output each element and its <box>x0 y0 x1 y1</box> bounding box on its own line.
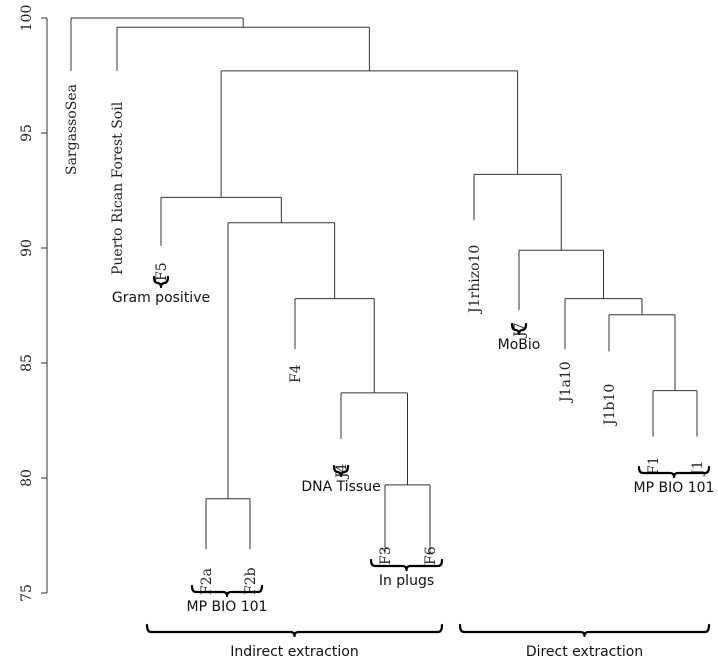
leaf-label: F2a <box>199 568 215 595</box>
dendrogram-links <box>70 17 698 554</box>
y-tick-label: 90 <box>19 239 35 257</box>
group-annotations: Gram positive MP BIO 101 DNA Tissue In plug… <box>112 275 715 660</box>
group-brace <box>152 275 170 289</box>
group-label: Direct extraction <box>526 644 643 660</box>
group-label: MP BIO 101 <box>634 480 715 496</box>
group-brace <box>190 584 264 598</box>
group-label: Indirect extraction <box>230 644 358 660</box>
leaf-label: F5 <box>154 262 170 281</box>
y-tick-label: 95 <box>19 124 35 142</box>
y-tick-label: 80 <box>19 469 35 487</box>
group-label: MoBio <box>498 337 541 353</box>
leaf-label: J1rhizo10 <box>467 245 483 315</box>
group-label: Gram positive <box>112 290 210 306</box>
group-brace <box>510 322 528 336</box>
group-label: DNA Tissue <box>301 479 380 495</box>
leaf-label: F6 <box>423 546 439 565</box>
group-label: In plugs <box>379 573 434 589</box>
leaf-label: J1b10 <box>602 384 618 427</box>
leaf-label: F3 <box>378 546 394 565</box>
y-axis: 75 80 85 90 95 100 <box>19 5 48 602</box>
group-label: MP BIO 101 <box>187 599 268 615</box>
y-tick-label: 85 <box>19 354 35 372</box>
group-brace <box>332 464 350 478</box>
leaf-label: F4 <box>288 364 304 383</box>
leaf-label: J1 <box>690 460 706 477</box>
group-brace <box>637 465 711 479</box>
leaf-label: F1 <box>646 456 662 475</box>
y-tick-label: 75 <box>19 584 35 602</box>
leaf-label: F2b <box>243 567 259 595</box>
group-brace <box>145 623 444 638</box>
leaf-label: Puerto Rican Forest Soil <box>110 101 126 275</box>
group-brace <box>369 558 444 572</box>
leaf-label: J1a10 <box>558 361 574 404</box>
y-tick-label: 100 <box>19 5 35 32</box>
group-brace <box>458 623 711 638</box>
leaf-label: SargassoSea <box>64 84 80 175</box>
